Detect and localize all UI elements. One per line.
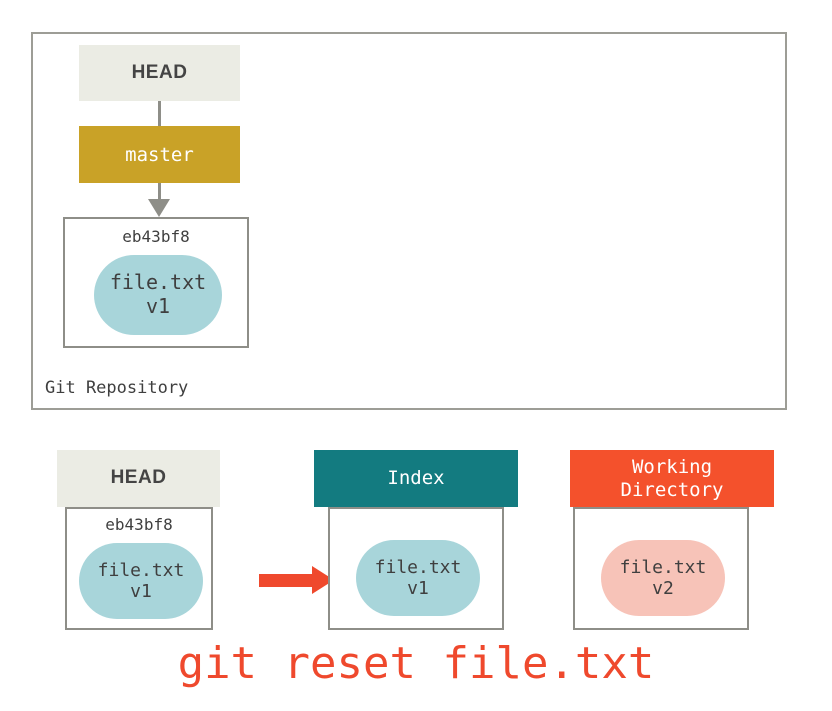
area-body-index: file.txt v1 [328,507,504,630]
git-repository-label: Git Repository [45,378,189,398]
area-index-file-blob: file.txt v1 [356,540,480,616]
area-index-file-version: v1 [407,578,429,599]
area-body-head: eb43bf8 file.txt v1 [65,507,213,630]
area-working-file-blob: file.txt v2 [601,540,725,616]
area-head-sha: eb43bf8 [105,515,173,534]
area-head-file-version: v1 [130,581,152,602]
area-body-working: file.txt v2 [573,507,749,630]
master-to-commit-arrowhead [148,199,170,217]
repo-commit-sha: eb43bf8 [122,227,190,246]
repo-commit-file-version: v1 [145,294,171,318]
repo-head-chip: HEAD [79,45,240,101]
repo-commit-file-name: file.txt [109,270,207,295]
area-header-working: Working Directory [570,450,774,507]
area-header-working-line2: Directory [620,478,724,501]
reset-arrow-shaft [259,574,314,587]
repo-branch-master-chip: master [79,126,240,183]
head-to-master-connector [158,101,161,126]
area-header-working-line1: Working [631,455,713,478]
area-header-index: Index [314,450,518,507]
area-head-file-name: file.txt [97,559,185,581]
command-caption: git reset file.txt [177,638,655,689]
repo-commit-file-blob: file.txt v1 [94,255,222,335]
area-index-file-name: file.txt [374,556,462,578]
master-to-commit-connector [158,183,161,201]
area-working-file-name: file.txt [619,556,707,578]
repo-commit-box: eb43bf8 file.txt v1 [63,217,249,348]
area-working-file-version: v2 [652,578,674,599]
area-header-head: HEAD [57,450,220,507]
area-head-file-blob: file.txt v1 [79,543,203,619]
